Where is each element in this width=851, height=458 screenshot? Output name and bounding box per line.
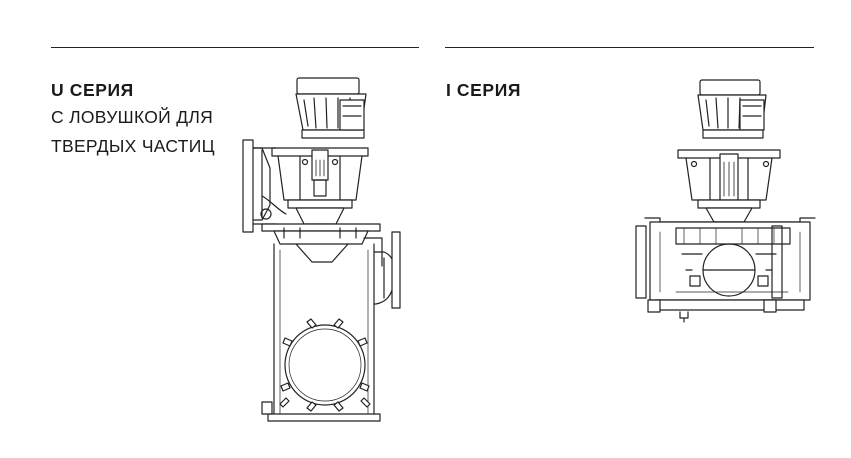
- u-inspection-cover: [280, 319, 370, 411]
- i-shaft-yoke: [678, 150, 780, 222]
- i-series-pump-illustration: [636, 80, 815, 322]
- u-series-pump-illustration: [243, 78, 400, 421]
- u-outlet-flange: [374, 232, 400, 308]
- u-series-title: U СЕРИЯ: [51, 80, 134, 100]
- u-series-subtitle-line2: ТВЕРДЫХ ЧАСТИЦ: [51, 136, 215, 156]
- u-trap-cylinder: [262, 244, 380, 421]
- divider-rule-right: [445, 47, 814, 48]
- divider-rule-left: [51, 47, 419, 48]
- u-motor: [296, 78, 366, 138]
- u-series-subtitle-line1: С ЛОВУШКОЙ ДЛЯ: [51, 107, 214, 127]
- u-body-flange: [262, 224, 382, 266]
- i-pump-body: [636, 218, 815, 322]
- i-motor: [698, 80, 766, 138]
- i-series-title: I СЕРИЯ: [446, 80, 522, 100]
- u-shaft-yoke: [272, 148, 368, 224]
